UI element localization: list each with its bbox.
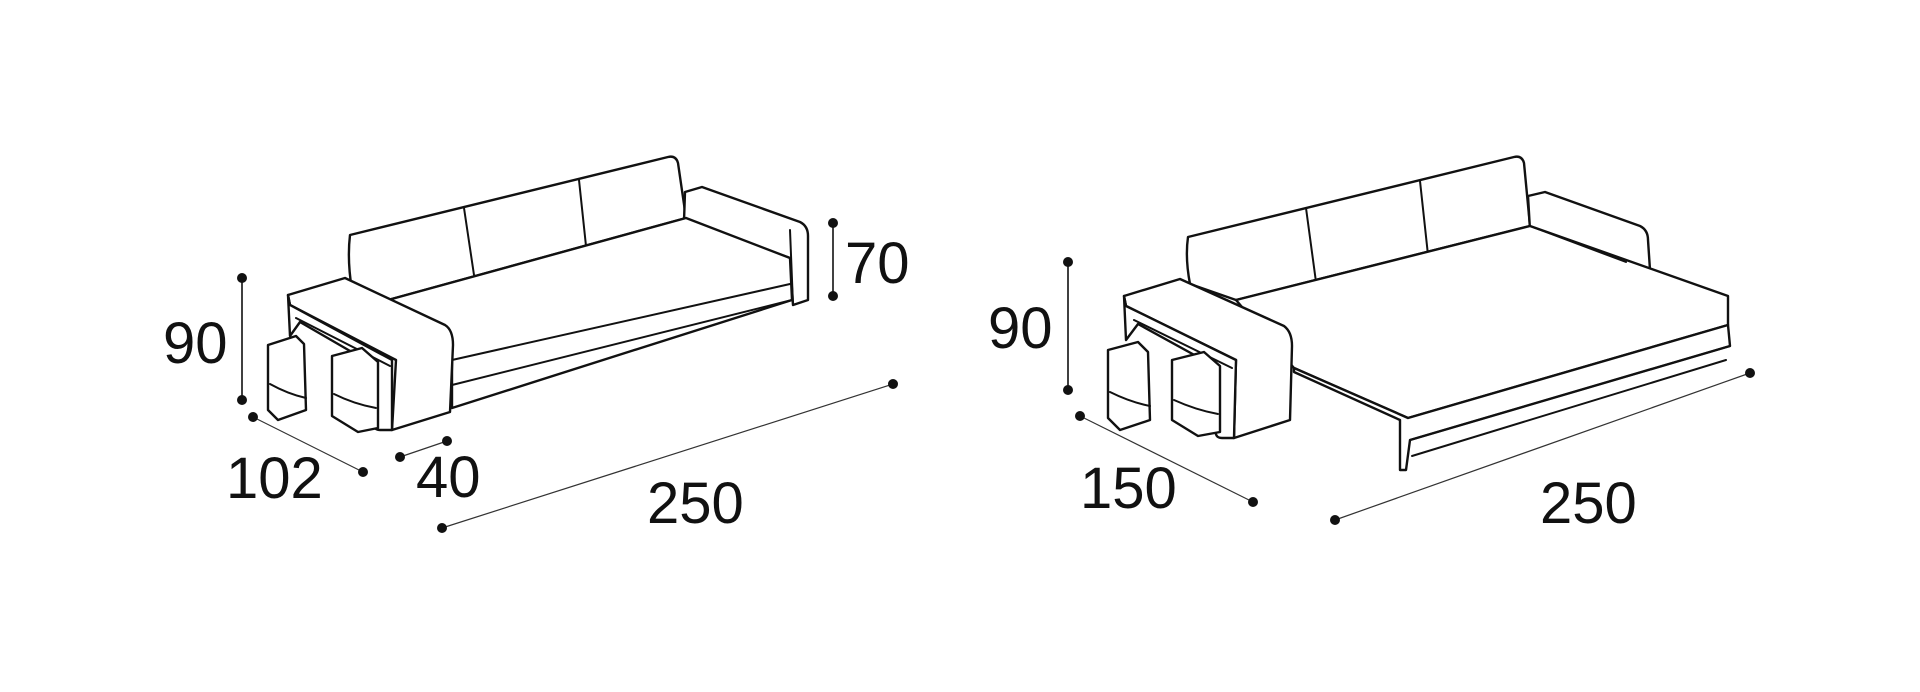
dim-dot bbox=[1248, 497, 1258, 507]
sofa-drawing bbox=[266, 155, 810, 434]
dimension-label-width: 250 bbox=[1540, 471, 1637, 536]
dim-dot bbox=[888, 379, 898, 389]
dim-dot bbox=[437, 523, 447, 533]
dimension-label-seat-height: 70 bbox=[845, 231, 910, 296]
dim-dot bbox=[1063, 385, 1073, 395]
dimension-label-depth: 150 bbox=[1080, 456, 1177, 521]
sofa-bed-mattress-seam bbox=[1409, 345, 1731, 441]
sofa-backrest-seam-2 bbox=[578, 179, 587, 247]
dim-dot bbox=[1063, 257, 1073, 267]
sofa-pouf-2 bbox=[330, 346, 380, 434]
sofa-bed-backrest-seam-2 bbox=[1419, 180, 1429, 256]
dimension-label-depth: 102 bbox=[226, 446, 323, 511]
dim-dot bbox=[442, 436, 452, 446]
sofa-bed-pouf-2 bbox=[1170, 350, 1222, 438]
dimension-label-armrest: 40 bbox=[416, 445, 481, 510]
sofa-pouf-2-band bbox=[333, 393, 377, 409]
dim-dot bbox=[248, 412, 258, 422]
sofa-pouf-1-band bbox=[269, 383, 307, 399]
sofa-bed-left-armrest-inner bbox=[1133, 319, 1233, 369]
sofa-pouf-1 bbox=[266, 334, 308, 422]
sofa-bed-drawing bbox=[1106, 155, 1732, 472]
dimension-label-height: 90 bbox=[163, 311, 228, 376]
dim-dot bbox=[1745, 368, 1755, 378]
sofa-bed-mattress-back-line bbox=[1529, 225, 1627, 263]
dim-dot bbox=[1330, 515, 1340, 525]
sofa-dimensions: 90 102 70 40 250 bbox=[163, 218, 910, 536]
sofa-bed-pouf-2-band bbox=[1173, 399, 1219, 415]
dim-dot bbox=[358, 467, 368, 477]
dim-dot bbox=[828, 291, 838, 301]
sofa-backrest-seam-1 bbox=[463, 207, 475, 276]
sofa-seat-base-seam bbox=[451, 299, 793, 386]
sofa-bed-pouf-1 bbox=[1106, 340, 1152, 432]
sofa-bed-frame-seam bbox=[1411, 359, 1727, 457]
dim-dot bbox=[828, 218, 838, 228]
sofa-bed-mattress-front bbox=[1292, 323, 1732, 472]
sofa-bed-dimensions: 90 150 250 bbox=[988, 257, 1755, 536]
dimension-label-height: 90 bbox=[988, 296, 1053, 361]
dim-dot bbox=[237, 395, 247, 405]
sofa-bed-pouf-1-band bbox=[1109, 391, 1151, 407]
dim-dot bbox=[1075, 411, 1085, 421]
dimension-label-width: 250 bbox=[647, 471, 744, 536]
sofa-seat-front-seam bbox=[451, 283, 791, 361]
dim-dot bbox=[237, 273, 247, 283]
sofa-bed-backrest-seam-1 bbox=[1305, 207, 1317, 283]
dim-dot bbox=[395, 452, 405, 462]
